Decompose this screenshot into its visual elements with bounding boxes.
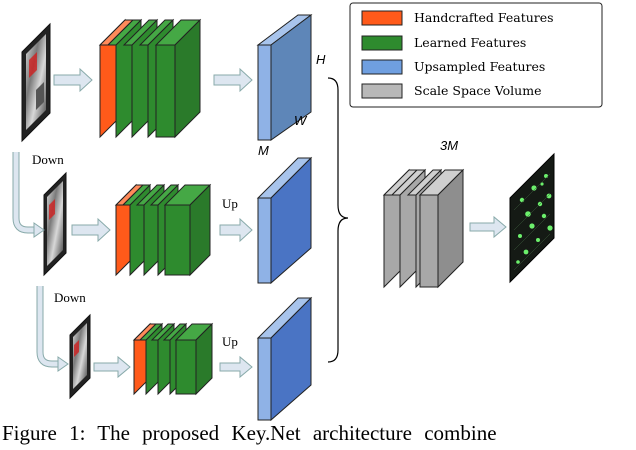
input-image-quarter (69, 313, 91, 400)
upsampled-map-3 (256, 296, 313, 422)
feature-stack-scale-3 (132, 322, 214, 396)
svg-text:Upsampled Features: Upsampled Features (414, 59, 545, 74)
learned-layer-front (163, 183, 212, 277)
dim-label-w: W (294, 113, 308, 128)
arrow-image-to-features-3 (93, 355, 131, 379)
feature-stack-scale-2 (114, 183, 212, 277)
down-arrow-1 (12, 152, 45, 238)
dim-label-h: H (316, 52, 326, 67)
arrow-to-upsampled-2 (219, 217, 253, 243)
legend-item-volume: Scale Space Volume (361, 83, 541, 99)
input-image-half (43, 171, 67, 277)
arrow-to-upsampled-1 (213, 67, 253, 93)
output-keypoint-map (509, 152, 555, 284)
legend-item-learned: Learned Features (361, 35, 526, 51)
legend-item-upsampled: Upsampled Features (361, 59, 545, 75)
legend-item-handcrafted: Handcrafted Features (361, 10, 554, 26)
upsampled-map-2 (256, 156, 313, 285)
svg-text:Handcrafted Features: Handcrafted Features (414, 10, 554, 25)
learned-layer-front (174, 322, 214, 396)
concat-bracket (327, 77, 349, 363)
figure-caption: Figure 1: The proposed Key.Net architect… (2, 421, 497, 445)
svg-text:Learned Features: Learned Features (414, 35, 526, 50)
dim-label-m: M (258, 143, 269, 158)
legend: Handcrafted Features Learned Features Up… (349, 2, 603, 108)
down-label-1: Down (32, 152, 64, 167)
arrow-to-upsampled-3 (219, 355, 253, 379)
arrow-to-output (469, 215, 507, 239)
feature-stack-scale-1 (98, 18, 202, 139)
up-label-2: Up (222, 334, 238, 349)
arrow-image-to-features-2 (71, 217, 111, 243)
keypoint-texture (513, 173, 551, 271)
up-label-1: Up (222, 196, 238, 211)
upsampled-map-1 (256, 14, 313, 141)
input-image-full (21, 22, 51, 143)
dim-label-3m: 3M (440, 138, 458, 153)
learned-layer-front (154, 18, 202, 139)
scale-space-volume (382, 168, 465, 289)
volume-layer-front (418, 168, 465, 289)
down-arrow-2 (36, 286, 69, 372)
down-label-2: Down (54, 290, 86, 305)
arrow-image-to-features-1 (53, 67, 93, 93)
svg-text:Scale Space Volume: Scale Space Volume (414, 83, 541, 98)
